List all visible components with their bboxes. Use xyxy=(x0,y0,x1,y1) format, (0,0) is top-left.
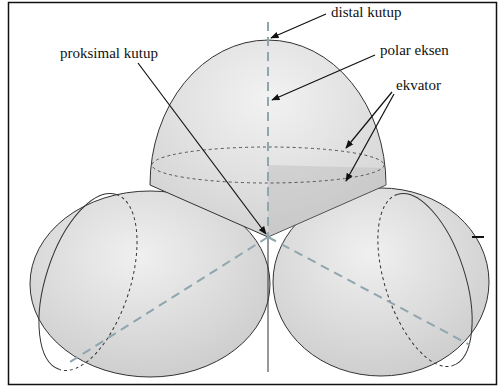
part-label: polar eksen xyxy=(378,42,451,59)
left-meridian xyxy=(20,182,157,383)
leader-lines xyxy=(138,14,394,234)
axes xyxy=(70,22,470,362)
edge-mark xyxy=(472,236,484,238)
right-meridian xyxy=(359,182,491,378)
frame xyxy=(9,3,497,385)
contact-line xyxy=(268,237,269,372)
top-grain-face xyxy=(268,165,386,237)
part-label: distal kutup xyxy=(329,4,403,21)
part-label: proksimal kutup xyxy=(58,45,160,62)
part-label: ekvator xyxy=(394,77,443,94)
